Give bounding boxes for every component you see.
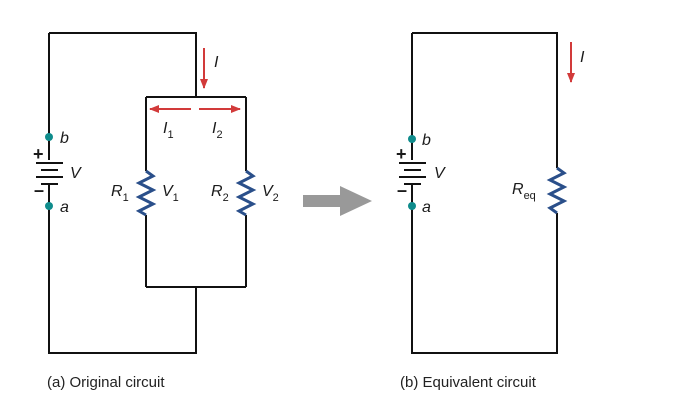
battery-b <box>399 162 426 188</box>
node-a-label-a: a <box>60 199 69 216</box>
resistor-r2 <box>235 169 257 217</box>
branch-current-label-1: I1 <box>163 120 174 141</box>
resistor-r2-label: R2 <box>211 183 229 204</box>
wire-a-top <box>49 32 197 97</box>
current-label-a: I <box>214 54 219 71</box>
node-b-label-b: b <box>422 132 431 149</box>
battery-plus-b: + <box>396 144 407 164</box>
voltage-v2-label: V2 <box>262 183 279 204</box>
wire-b-left-lower <box>411 186 558 354</box>
circuit-a: + – V b a I I1 I2 R1 V1 R2 V2 (a) Origin… <box>33 32 279 391</box>
resistor-req <box>546 166 568 215</box>
node-b-label-a: b <box>60 130 69 147</box>
node-a-label-b: a <box>422 199 431 216</box>
node-a-dot-b <box>408 202 416 210</box>
current-label-b: I <box>580 49 585 66</box>
battery-minus-b: – <box>397 180 407 200</box>
wire-a-left-lower <box>48 186 197 354</box>
node-a-dot-a <box>45 202 53 210</box>
node-b-dot-a <box>45 133 53 141</box>
resistor-r1-label: R1 <box>111 183 129 204</box>
resistor-req-label: Req <box>512 181 536 202</box>
node-b-dot-b <box>408 135 416 143</box>
caption-b: (b) Equivalent circuit <box>400 374 537 391</box>
battery-plus-a: + <box>33 144 44 164</box>
branch-current-label-2: I2 <box>212 120 223 141</box>
caption-a: (a) Original circuit <box>47 374 165 391</box>
circuit-b: + – V b a I Req (b) Equivalent circuit <box>396 32 585 391</box>
transform-arrow-icon <box>303 186 372 216</box>
voltage-v1-label: V1 <box>162 183 179 204</box>
battery-minus-a: – <box>34 180 44 200</box>
battery-a <box>36 162 63 188</box>
battery-label-a: V <box>70 165 82 182</box>
wire-b-top-right <box>412 32 558 168</box>
resistor-r1 <box>135 169 157 217</box>
battery-label-b: V <box>434 165 446 182</box>
